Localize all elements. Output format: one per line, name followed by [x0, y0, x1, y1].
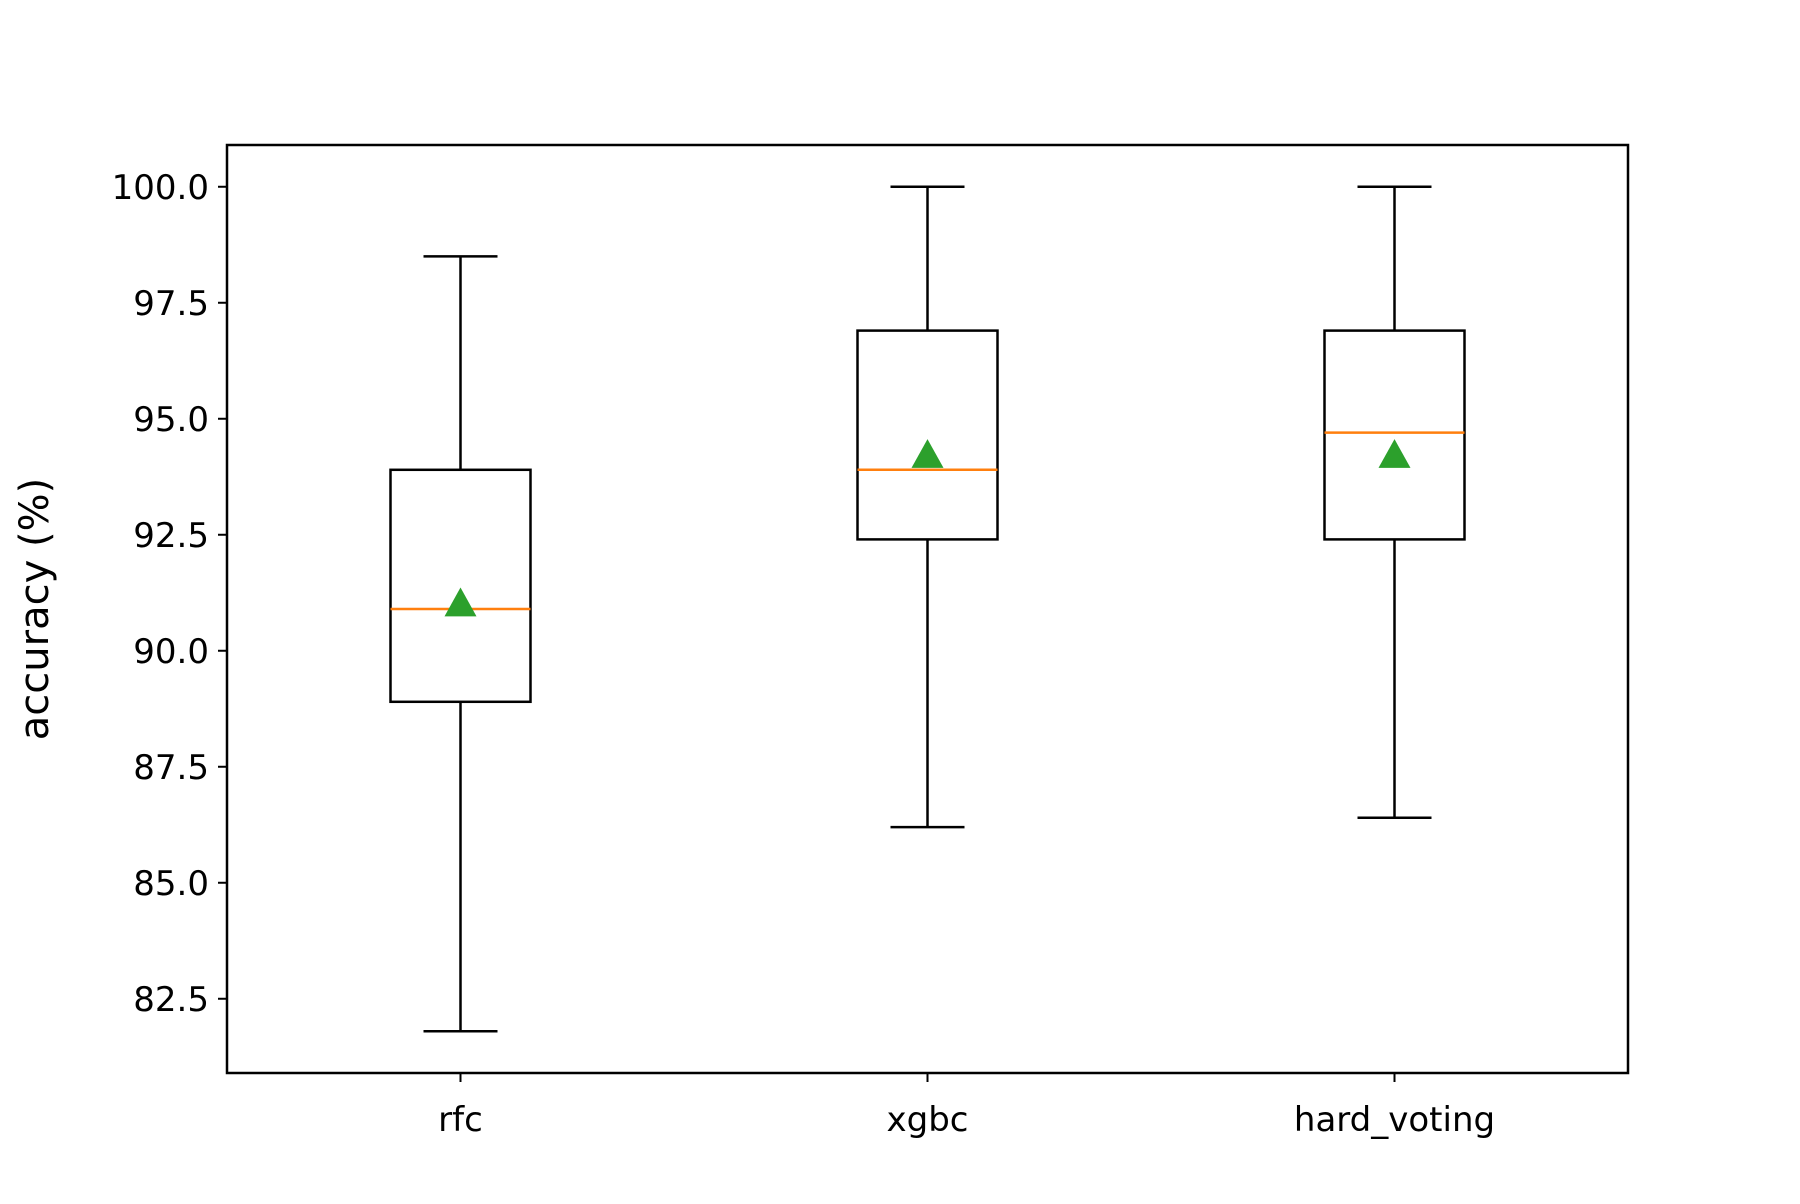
y-tick-label: 97.5: [133, 284, 209, 324]
mean-marker: [444, 587, 477, 617]
y-axis-ticks: 82.5 85.0 87.5 90.0 92.5 95.0 97.5 100.0: [112, 168, 227, 1020]
y-tick-label: 85.0: [133, 864, 209, 904]
y-tick-label: 95.0: [133, 400, 209, 440]
box-iqr: [1323, 329, 1466, 541]
y-tick-label: 87.5: [133, 748, 209, 788]
x-tick-label: xgbc: [887, 1100, 969, 1140]
y-tick-label: 92.5: [133, 516, 209, 556]
y-tick-label: 90.0: [133, 632, 209, 672]
x-tick-label: rfc: [438, 1100, 483, 1140]
box-hard_voting: [1323, 185, 1466, 820]
y-axis-label: accuracy (%): [12, 478, 58, 740]
chart-marks: [389, 185, 1466, 1033]
y-tick-label: 82.5: [133, 980, 209, 1020]
box-iqr: [389, 468, 532, 704]
plot-frame: [225, 143, 1630, 1075]
x-axis-ticks: rfc xgbc hard_voting: [438, 1073, 1495, 1140]
mean-marker: [911, 439, 944, 468]
y-tick-label: 100.0: [112, 168, 209, 208]
box-iqr: [856, 329, 999, 541]
mean-marker: [1378, 439, 1411, 468]
box-xgbc: [856, 185, 999, 829]
box-rfc: [389, 255, 532, 1033]
x-tick-label: hard_voting: [1294, 1100, 1495, 1140]
